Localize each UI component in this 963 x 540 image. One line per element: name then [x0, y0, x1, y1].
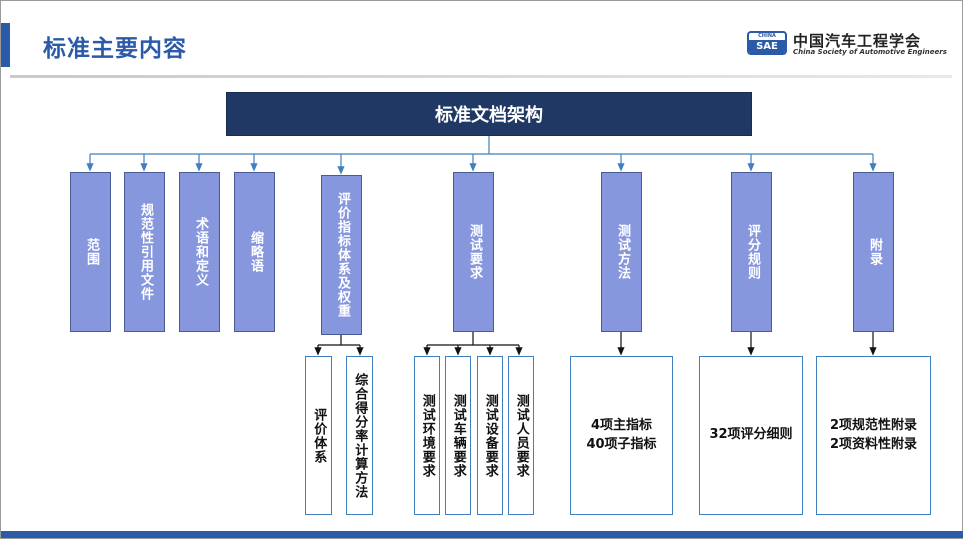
leaf-test-environment: 测试环境要求 — [414, 356, 440, 515]
node-appendix: 附录 — [853, 172, 894, 332]
node-scope-label: 范围 — [83, 238, 99, 266]
leaf-test-environment-label: 测试环境要求 — [419, 393, 435, 478]
page-title: 标准主要内容 — [43, 36, 187, 62]
root-node: 标准文档架构 — [226, 92, 752, 136]
normative-appendix-text: 2项规范性附录 — [829, 418, 918, 434]
leaf-test-vehicle: 测试车辆要求 — [445, 356, 471, 515]
node-terms-definitions-label: 术语和定义 — [192, 217, 208, 287]
leaf-eval-system-label: 评价体系 — [311, 407, 327, 464]
node-normative-references-label: 规范性引用文件 — [137, 203, 153, 301]
node-scoring-rules-label: 评分规则 — [744, 224, 760, 280]
node-test-methods-label: 测试方法 — [614, 224, 630, 280]
leaf-eval-system: 评价体系 — [305, 356, 332, 515]
leaf-test-vehicle-label: 测试车辆要求 — [450, 393, 466, 478]
org-name-cn: 中国汽车工程学会 — [793, 32, 922, 50]
node-abbreviations: 缩略语 — [234, 172, 275, 332]
leaf-test-equipment-label: 测试设备要求 — [482, 393, 498, 478]
node-normative-references: 规范性引用文件 — [124, 172, 165, 332]
node-eval-index-system-label: 评价指标体系及权重 — [334, 192, 350, 318]
csae-logo: CHINA SAE — [747, 31, 787, 55]
node-eval-index-system: 评价指标体系及权重 — [321, 175, 362, 335]
title-divider — [10, 75, 952, 78]
leaf-appendix-details: 2项规范性附录 2项资料性附录 — [816, 356, 931, 515]
sub-indicators-text: 40项子指标 — [586, 436, 657, 452]
node-test-requirements: 测试要求 — [453, 172, 494, 332]
leaf-test-method-indicators: 4项主指标 40项子指标 — [570, 356, 673, 515]
leaf-test-equipment: 测试设备要求 — [477, 356, 503, 515]
leaf-scoring-details: 32项评分细则 — [699, 356, 803, 515]
node-scope: 范围 — [70, 172, 111, 332]
node-test-methods: 测试方法 — [601, 172, 642, 332]
node-test-requirements-label: 测试要求 — [466, 224, 482, 280]
leaf-test-personnel-label: 测试人员要求 — [513, 393, 529, 478]
bottom-band — [1, 531, 963, 538]
scoring-details-text: 32项评分细则 — [709, 427, 793, 443]
node-abbreviations-label: 缩略语 — [247, 231, 263, 273]
title-accent-bar — [1, 23, 10, 67]
node-appendix-label: 附录 — [866, 238, 882, 266]
informative-appendix-text: 2项资料性附录 — [829, 436, 918, 452]
node-scoring-rules: 评分规则 — [731, 172, 772, 332]
logo-top-text: CHINA — [758, 33, 776, 39]
main-indicators-text: 4项主指标 — [590, 418, 653, 434]
logo-bottom-text: SAE — [749, 40, 785, 53]
org-name-en: China Society of Automotive Engineers — [793, 48, 947, 56]
leaf-score-rate-method-label: 综合得分率计算方法 — [352, 372, 368, 499]
leaf-test-personnel: 测试人员要求 — [508, 356, 534, 515]
leaf-score-rate-method: 综合得分率计算方法 — [346, 356, 373, 515]
node-terms-definitions: 术语和定义 — [179, 172, 220, 332]
